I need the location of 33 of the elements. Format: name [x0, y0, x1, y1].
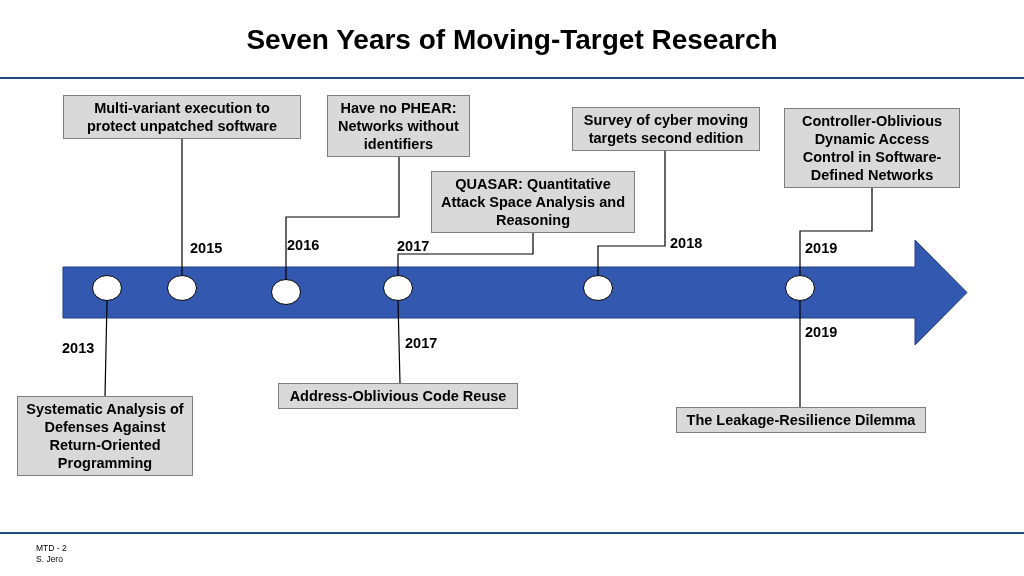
milestone-circle: [92, 275, 122, 301]
leader-line: [799, 187, 873, 276]
paper-box: The Leakage-Resilience Dilemma: [676, 407, 926, 433]
year-label: 2015: [190, 240, 223, 256]
milestone-circle: [271, 279, 301, 305]
year-label: 2018: [670, 235, 703, 251]
milestone-circle: [383, 275, 413, 301]
leader-line: [285, 156, 400, 280]
leader-line: [397, 232, 534, 276]
leader-line: [597, 150, 666, 276]
paper-box: QUASAR: Quantitative Attack Space Analysis and Reasoning: [431, 171, 635, 233]
leader-line: [799, 300, 801, 408]
year-label: 2019: [805, 324, 838, 340]
year-label: 2019: [805, 240, 838, 256]
year-label: 2013: [62, 340, 95, 356]
year-label: 2017: [397, 238, 430, 254]
year-label: 2017: [405, 335, 438, 351]
leader-line: [397, 300, 401, 384]
paper-box: Controller-Oblivious Dynamic Access Control in Software-Defined Networks: [784, 108, 960, 188]
leader-line: [181, 138, 183, 276]
footer-text: S. Jero: [36, 554, 63, 564]
paper-box: Address-Oblivious Code Reuse: [278, 383, 518, 409]
milestone-circle: [785, 275, 815, 301]
milestone-circle: [167, 275, 197, 301]
paper-box: Multi-variant execution to protect unpatched software: [63, 95, 301, 139]
leader-line: [104, 300, 108, 397]
milestone-circle: [583, 275, 613, 301]
year-label: 2016: [287, 237, 320, 253]
paper-box: Systematic Analysis of Defenses Against Return-Oriented Programming: [17, 396, 193, 476]
paper-box: Survey of cyber moving targets second edition: [572, 107, 760, 151]
slide-title: Seven Years of Moving-Target Research: [245, 24, 779, 56]
paper-box: Have no PHEAR: Networks without identifiers: [327, 95, 470, 157]
footer-text: MTD - 2: [36, 543, 67, 553]
